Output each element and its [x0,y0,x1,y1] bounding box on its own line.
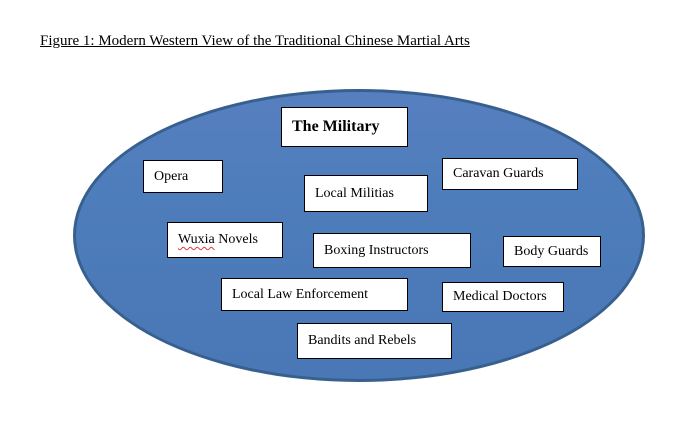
label-local-law-enforcement: Local Law Enforcement [232,286,369,302]
label-opera: Opera [154,168,189,184]
label-box-bandits-and-rebels: Bandits and Rebels [297,323,452,359]
label-medical-doctors: Medical Doctors [453,289,547,304]
label-boxing-instructors: Boxing Instructors [324,242,429,258]
label-box-wuxia-novels: Wuxia Novels [167,222,283,258]
label-box-opera: Opera [143,160,223,193]
label-wuxia-misspelled-word: Wuxia [178,232,215,247]
label-box-medical-doctors: Medical Doctors [442,282,564,312]
label-the-military: The Military [292,118,380,135]
label-box-local-law-enforcement: Local Law Enforcement [221,278,408,311]
label-box-body-guards: Body Guards [503,236,601,267]
label-box-the-military: The Military [281,107,408,147]
label-local-militias: Local Militias [315,185,394,201]
label-wuxia-rest: Novels [214,232,258,247]
label-caravan-guards: Caravan Guards [453,166,544,181]
label-bandits-and-rebels: Bandits and Rebels [308,333,417,348]
label-box-boxing-instructors: Boxing Instructors [313,233,471,268]
label-box-caravan-guards: Caravan Guards [442,158,578,190]
label-body-guards: Body Guards [514,243,589,259]
label-box-local-militias: Local Militias [304,175,428,212]
figure-title: Figure 1: Modern Western View of the Tra… [40,33,470,49]
